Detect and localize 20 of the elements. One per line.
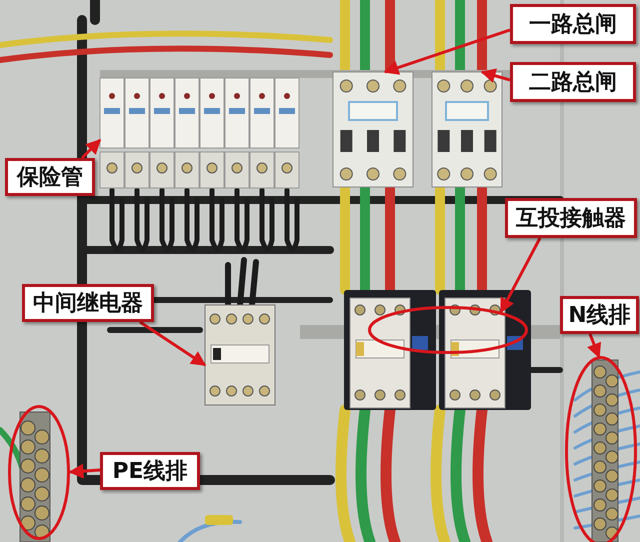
relay: [205, 305, 275, 405]
circuit-breaker: [333, 72, 413, 187]
leader-arrow: [384, 28, 510, 75]
leader-arrow: [68, 464, 100, 479]
callout-label: 二路总闸: [510, 62, 636, 102]
fuse-block: [100, 78, 300, 190]
highlight-ellipse: [8, 405, 70, 540]
callout-label: N线排: [560, 296, 639, 334]
highlight-ellipse: [368, 306, 528, 354]
leader-arrow: [80, 138, 102, 160]
callout-label: 保险管: [5, 158, 95, 196]
circuit-breaker: [432, 72, 502, 187]
callout-label: 中间继电器: [22, 284, 154, 322]
leader-arrow: [139, 320, 206, 366]
callout-label: PE线排: [100, 452, 200, 490]
leader-arrow: [587, 333, 602, 358]
callout-label: 互投接触器: [505, 198, 637, 238]
leader-arrow: [500, 237, 542, 314]
leader-arrow: [480, 68, 510, 83]
callout-label: 一路总闸: [510, 4, 636, 44]
